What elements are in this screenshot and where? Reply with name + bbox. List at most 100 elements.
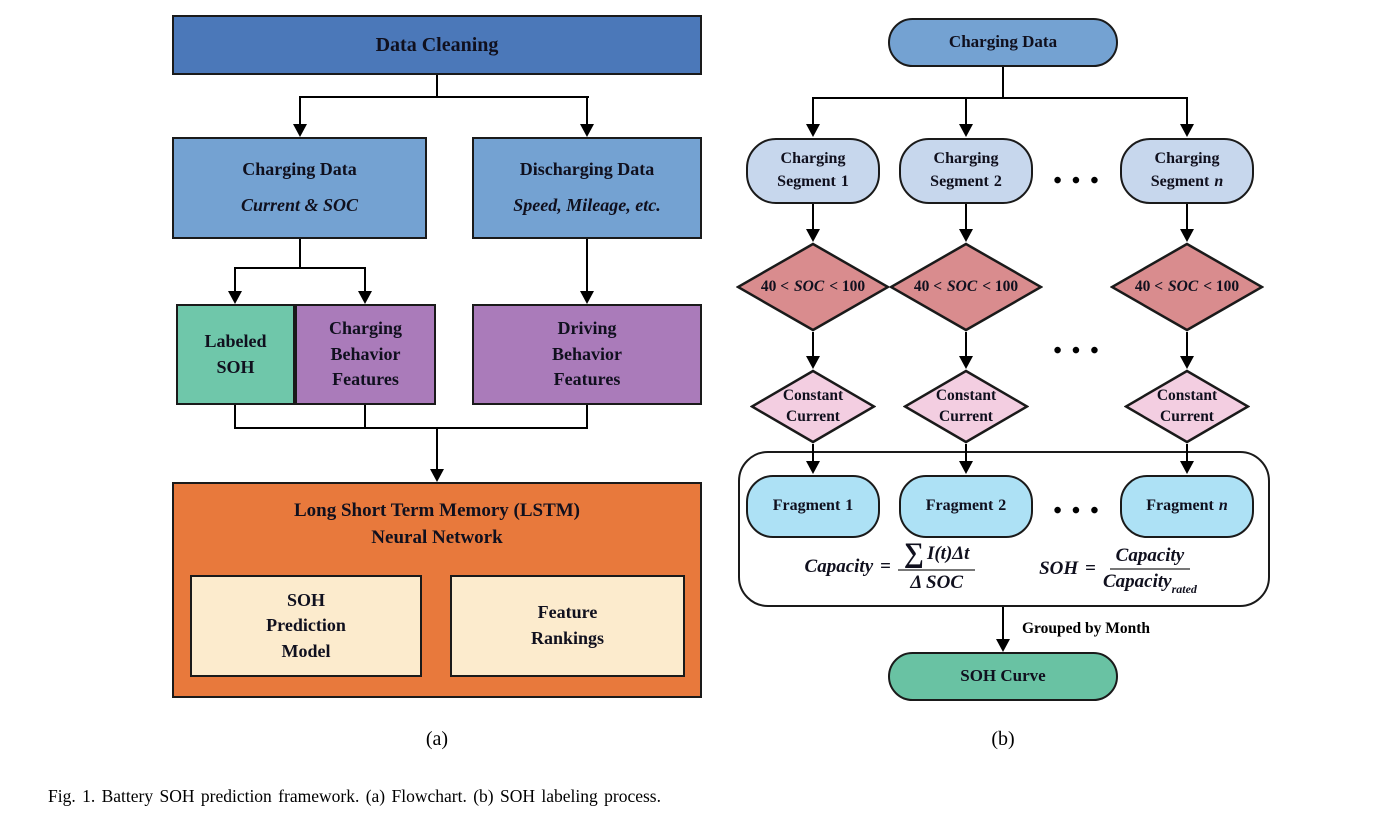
connector-line bbox=[436, 427, 438, 469]
diamond-constant-current-n: Constant Current bbox=[1124, 369, 1250, 444]
arrowhead bbox=[996, 639, 1010, 652]
diamond-constant-current-1: Constant Current bbox=[750, 369, 876, 444]
node-line: Feature bbox=[537, 602, 598, 623]
denominator-subscript: rated bbox=[1171, 582, 1197, 596]
node-fragment-2: Fragment 2 bbox=[899, 475, 1033, 538]
node-line: Fragment 2 bbox=[926, 495, 1007, 518]
soc-pre: 40 < bbox=[913, 277, 943, 295]
node-line: Behavior bbox=[330, 343, 401, 364]
connector-line bbox=[1186, 97, 1188, 125]
connector-line bbox=[586, 405, 588, 429]
arrowhead bbox=[293, 124, 307, 137]
node-line: Segment n bbox=[1151, 171, 1224, 194]
panel-a-label: (a) bbox=[425, 728, 449, 750]
segment-index: 1 bbox=[840, 173, 849, 190]
arrowhead bbox=[1180, 356, 1194, 369]
arrowhead bbox=[430, 469, 444, 482]
ellipsis-segments: • • • bbox=[1053, 168, 1101, 194]
formula-equals: = bbox=[1085, 558, 1096, 579]
soc-var: SOC bbox=[794, 277, 825, 295]
node-label: Charging Data bbox=[948, 32, 1058, 52]
node-line: Current bbox=[939, 407, 993, 425]
arrowhead bbox=[1180, 229, 1194, 242]
diamond-soc-condition-1: 40 < SOC < 100 bbox=[736, 242, 890, 332]
arrowhead bbox=[806, 124, 820, 137]
connector-line bbox=[812, 97, 814, 125]
formula-numerator: Capacity bbox=[1109, 545, 1191, 570]
node-line: Rankings bbox=[530, 628, 605, 648]
ellipsis-diamonds: • • • bbox=[1053, 338, 1101, 364]
arrowhead bbox=[1180, 461, 1194, 474]
diamond-shape bbox=[903, 369, 1029, 444]
connector-line bbox=[965, 97, 967, 125]
node-data-cleaning: Data Cleaning bbox=[172, 15, 702, 75]
node-line: SOH bbox=[216, 356, 255, 377]
soc-pre: 40 < bbox=[760, 277, 790, 295]
connector-line bbox=[1186, 444, 1188, 462]
connector-line bbox=[234, 427, 588, 429]
node-charging-data-a: Charging Data Current & SOC bbox=[172, 137, 427, 239]
arrowhead bbox=[959, 461, 973, 474]
diamond-text: Constant Current bbox=[1124, 369, 1250, 444]
numerator-text: I(t)Δt bbox=[926, 543, 970, 564]
node-label: SOH Curve bbox=[960, 666, 1046, 686]
sigma-symbol: ∑ bbox=[903, 538, 924, 569]
figure-caption: Fig. 1. Battery SOH prediction framework… bbox=[48, 786, 661, 806]
connector-line bbox=[965, 444, 967, 462]
node-subtitle: Current & SOC bbox=[240, 195, 359, 215]
connector-line bbox=[1002, 607, 1004, 640]
node-labeled-soh: Labeled SOH bbox=[176, 304, 295, 405]
soc-var: SOC bbox=[947, 277, 978, 295]
node-title: Charging Data bbox=[242, 159, 357, 180]
fragment-index: 1 bbox=[845, 497, 854, 515]
connector-line bbox=[436, 75, 438, 98]
node-line: Constant bbox=[935, 387, 997, 405]
formula-numerator: ∑ I(t)Δt bbox=[897, 538, 976, 571]
arrowhead bbox=[806, 229, 820, 242]
node-line: Features bbox=[553, 369, 621, 390]
lstm-title-line: Neural Network bbox=[371, 526, 503, 548]
node-subtitle: Speed, Mileage, etc. bbox=[513, 195, 661, 215]
node-line: Features bbox=[332, 369, 399, 390]
connector-line bbox=[1002, 67, 1004, 99]
diamond-text: 40 < SOC < 100 bbox=[1110, 242, 1264, 332]
formula-fraction: ∑ I(t)Δt Δ SOC bbox=[897, 538, 976, 594]
node-line: Behavior bbox=[552, 343, 622, 364]
soc-var: SOC bbox=[1168, 277, 1199, 295]
arrowhead bbox=[959, 356, 973, 369]
connector-line bbox=[364, 405, 366, 429]
soc-post: < 100 bbox=[829, 277, 866, 295]
segment-index: n bbox=[1214, 173, 1224, 190]
connector-line bbox=[299, 96, 589, 98]
node-line: Current bbox=[1160, 407, 1214, 425]
diamond-shape bbox=[1110, 242, 1264, 332]
node-line: Segment 2 bbox=[930, 171, 1002, 194]
node-driving-behavior-features: Driving Behavior Features bbox=[472, 304, 702, 405]
node-line: Model bbox=[281, 640, 331, 661]
soc-pre: 40 < bbox=[1134, 277, 1164, 295]
fragment-word: Fragment bbox=[772, 497, 841, 515]
diamond-soc-condition-2: 40 < SOC < 100 bbox=[889, 242, 1043, 332]
diamond-shape bbox=[1124, 369, 1250, 444]
arrowhead bbox=[358, 291, 372, 304]
arrowhead bbox=[959, 229, 973, 242]
connector-line bbox=[965, 204, 967, 231]
node-line: Labeled bbox=[204, 330, 267, 351]
connector-line bbox=[965, 332, 967, 357]
node-title: Discharging Data bbox=[519, 159, 655, 180]
node-line: Fragment n bbox=[1146, 495, 1227, 518]
fragment-index: 2 bbox=[998, 497, 1007, 515]
fragment-word: Fragment bbox=[925, 497, 994, 515]
segment-index: 2 bbox=[993, 173, 1002, 190]
formula-lhs: SOH bbox=[1039, 558, 1079, 579]
diamond-text: Constant Current bbox=[903, 369, 1029, 444]
connector-line bbox=[1186, 332, 1188, 357]
grouped-by-month-label: Grouped by Month bbox=[1022, 620, 1151, 637]
node-line: Fragment 1 bbox=[773, 495, 854, 518]
connector-line bbox=[299, 96, 301, 125]
formula-fraction: Capacity Capacity rated bbox=[1103, 545, 1197, 596]
formula-lhs: Capacity bbox=[804, 556, 874, 577]
arrowhead bbox=[580, 291, 594, 304]
soc-post: < 100 bbox=[982, 277, 1019, 295]
node-discharging-data: Discharging Data Speed, Mileage, etc. bbox=[472, 137, 702, 239]
